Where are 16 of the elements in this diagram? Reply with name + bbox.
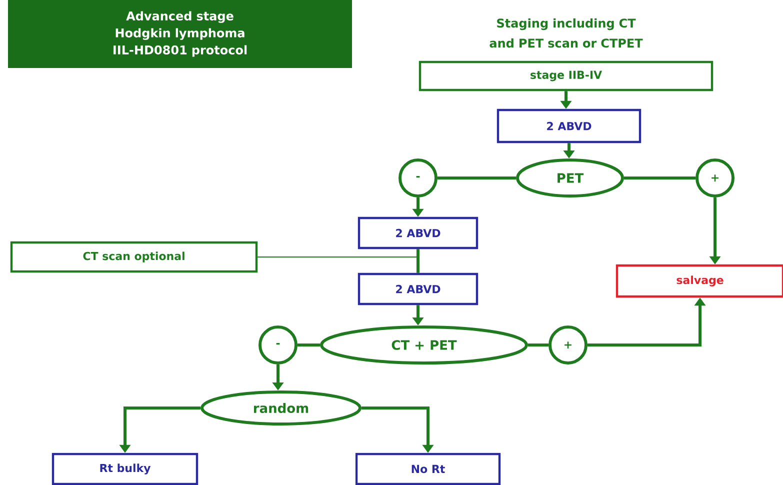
treatment-box: 2 ABVD (358, 272, 478, 306)
treatment-box: 2 ABVD (496, 108, 642, 144)
outcome-box: salvage (616, 264, 783, 298)
stage-box: stage IIB-IV (418, 60, 714, 92)
connector-line (528, 344, 548, 346)
connector-line (624, 176, 696, 180)
arm-box: Rt bulky (52, 452, 198, 485)
title-box: Advanced stage Hodgkin lymphoma IIL-HD0801 protocol (8, 0, 352, 68)
connector-line (416, 249, 420, 273)
note-box: CT scan optional (10, 241, 258, 273)
connector-line (438, 176, 516, 180)
arm-box: No Rt (355, 452, 501, 485)
heading: Staging including CT and PET scan or CTPET (490, 18, 643, 48)
leader-line (257, 256, 418, 258)
treatment-box: 2 ABVD (358, 216, 478, 250)
connector-line (298, 344, 320, 346)
